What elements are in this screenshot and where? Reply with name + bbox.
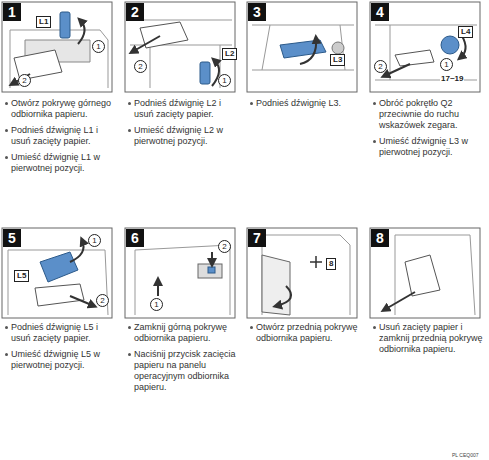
bullet-dot <box>128 326 131 329</box>
step-number-text: 5 <box>8 230 16 246</box>
panel-3-illustration <box>247 2 357 92</box>
callout-number: 1 <box>92 40 105 53</box>
bullet-dot <box>128 129 131 132</box>
callout-number: 1 <box>150 298 163 311</box>
dimension-label: 17~19 <box>440 74 464 84</box>
step-number: 4 <box>371 3 389 21</box>
bullet-dot <box>5 129 8 132</box>
instruction-text: Podnieś dźwignię L1 i usuń zacięty papie… <box>11 125 117 147</box>
bullet-dot <box>250 326 253 329</box>
instruction-text: Zamknij górną pokrywę odbiornika papieru… <box>134 322 240 344</box>
callout-number: 2 <box>134 60 147 73</box>
bullet-dot <box>5 353 8 356</box>
step-number-text: 6 <box>131 230 139 246</box>
step-number-text: 1 <box>8 4 16 20</box>
step-number: 1 <box>3 3 21 21</box>
bullet-dot <box>250 102 253 105</box>
instruction-text: Otwórz pokrywę górnego odbiornika papier… <box>11 98 117 120</box>
bullet-dot <box>373 326 376 329</box>
step-number: 5 <box>3 229 21 247</box>
bullet-dot <box>128 102 131 105</box>
callout-number: 2 <box>374 60 387 73</box>
instruction-text: Umieść dźwignię L2 w pierwotnej pozycji. <box>134 125 240 147</box>
instruction-text: Obróć pokrętło Q2 przeciwnie do ruchu ws… <box>379 98 487 131</box>
figure-code: PL CEQ007 <box>452 452 479 458</box>
step-number-text: 3 <box>253 4 261 20</box>
step-number: 7 <box>248 229 266 247</box>
panel-4-illustration <box>370 2 480 92</box>
panel-6-illustration <box>125 228 235 318</box>
bullet-dot <box>5 326 8 329</box>
bullet-dot <box>5 156 8 159</box>
instruction-text: Otwórz przednią pokrywę odbiornika papie… <box>256 322 362 344</box>
part-label: 8 <box>326 258 336 270</box>
panel-7-illustration <box>247 228 357 318</box>
step-number-text: 2 <box>131 4 139 20</box>
callout-number: 1 <box>88 234 101 247</box>
bullet-dot <box>373 102 376 105</box>
part-label: L1 <box>36 16 51 28</box>
step-number-text: 7 <box>253 230 261 246</box>
instruction-text: Umieść dźwignię L1 w pierwotnej pozycji. <box>11 152 117 174</box>
callout-number: 2 <box>18 74 31 87</box>
panel-5-illustration <box>2 228 112 318</box>
bullet-dot <box>373 140 376 143</box>
panel-2-illustration <box>125 2 235 92</box>
part-label: L4 <box>458 26 473 38</box>
instruction-text: Umieść dźwignię L3 w pierwotnej pozycji. <box>379 136 487 158</box>
step-number: 2 <box>126 3 144 21</box>
callout-number: 1 <box>440 58 453 71</box>
part-label: L5 <box>14 270 29 282</box>
step-number-text: 8 <box>376 230 384 246</box>
callout-number: 1 <box>218 74 231 87</box>
callout-number: 2 <box>218 240 231 253</box>
part-label: L2 <box>222 48 237 60</box>
step-number-text: 4 <box>376 4 384 20</box>
step-number: 6 <box>126 229 144 247</box>
panel-1-illustration <box>2 2 112 92</box>
instruction-text: Podnieś dźwignię L5 i usuń zacięty papie… <box>11 322 117 344</box>
bullet-dot <box>128 353 131 356</box>
step-number: 3 <box>248 3 266 21</box>
part-label: L3 <box>330 54 345 66</box>
instruction-text: Naciśnij przycisk zacięcia papieru na pa… <box>134 349 240 393</box>
bullet-dot <box>5 102 8 105</box>
step-number: 8 <box>371 229 389 247</box>
instruction-text: Umieść dźwignię L5 w pierwotnej pozycji. <box>11 349 117 371</box>
instruction-text: Usuń zacięty papier i zamknij przednią p… <box>379 322 487 355</box>
instruction-text: Podnieś dźwignię L3. <box>256 98 362 109</box>
instruction-text: Podnieś dźwignię L2 i usuń zacięty papie… <box>134 98 240 120</box>
callout-number: 2 <box>96 294 109 307</box>
panel-8-illustration <box>370 228 480 318</box>
